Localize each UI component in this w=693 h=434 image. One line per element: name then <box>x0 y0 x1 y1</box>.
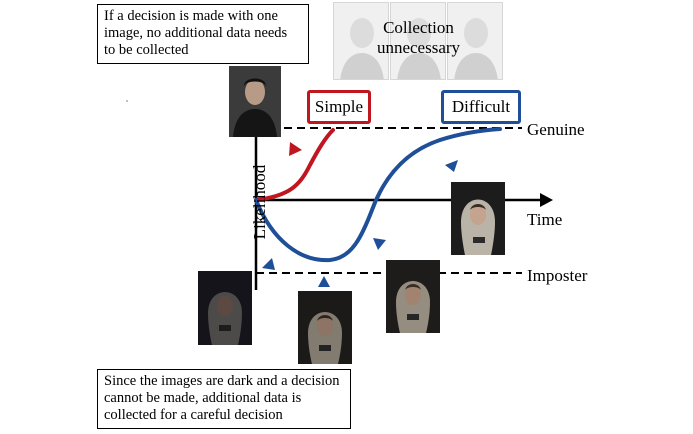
faded-portrait-2 <box>390 2 446 80</box>
photo-dark-3 <box>386 260 440 333</box>
imposter-label: Imposter <box>527 266 588 285</box>
faded-portrait-3 <box>447 2 503 80</box>
simple-curve <box>254 128 335 202</box>
note-dark-images: Since the images are dark and a decision… <box>97 369 351 429</box>
difficult-pointer-arrow-3 <box>373 238 386 250</box>
time-axis-arrowhead <box>540 193 553 207</box>
time-axis-label: Time <box>527 210 563 229</box>
difficult-pointer-arrow-2 <box>318 276 330 287</box>
difficult-pointer-arrow-1 <box>262 258 275 270</box>
simple-pointer-arrow <box>289 142 302 156</box>
collection-text-line2: unnecessary <box>376 38 461 57</box>
photo-genuine-bright <box>229 66 281 137</box>
note-single-image: If a decision is made with one image, no… <box>97 4 309 64</box>
difficult-curve <box>254 127 502 263</box>
collection-unnecessary-panel: Collection unnecessary <box>333 2 504 80</box>
likelihood-axis-label: Likelihood <box>250 164 269 240</box>
faded-portrait-1 <box>333 2 389 80</box>
simple-tag: Simple <box>307 90 371 124</box>
stray-dot <box>126 100 128 102</box>
difficult-pointer-arrow-4 <box>445 160 458 172</box>
photo-hooded-bright <box>451 182 505 255</box>
photo-dark-1 <box>198 271 252 345</box>
difficult-tag: Difficult <box>441 90 521 124</box>
collection-unnecessary-text: Collection unnecessary <box>333 18 504 58</box>
genuine-label: Genuine <box>527 120 585 139</box>
photo-dark-2 <box>298 291 352 364</box>
collection-text-line1: Collection <box>383 18 454 37</box>
